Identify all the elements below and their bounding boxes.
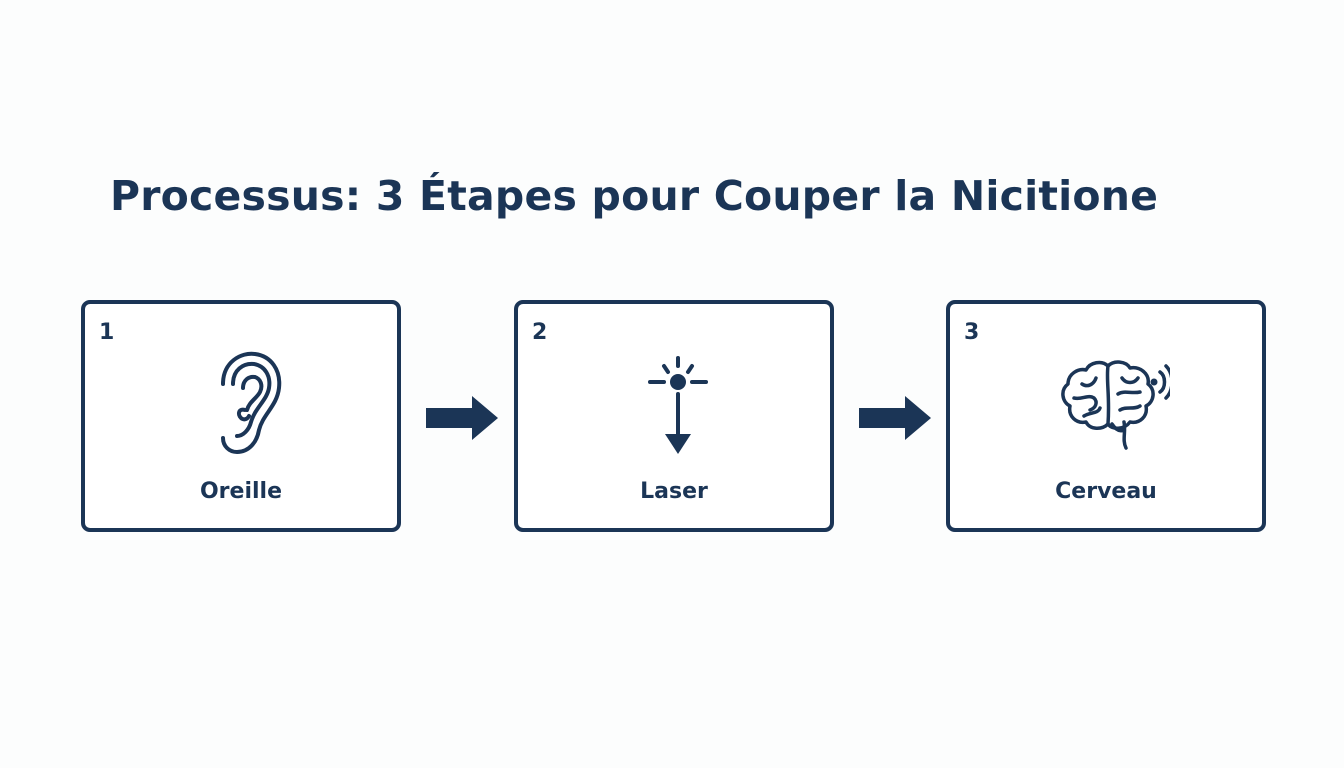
step-label: Cerveau — [1055, 479, 1157, 504]
step-number: 3 — [964, 320, 980, 345]
laser-icon — [618, 344, 738, 464]
diagram-title: Processus: 3 Étapes pour Couper la Nicit… — [110, 172, 1159, 220]
arrow-right-icon — [424, 394, 500, 442]
ear-icon — [185, 344, 305, 464]
step-card-3: 3 Cerveau — [946, 300, 1266, 532]
step-card-2: 2 Laser — [514, 300, 834, 532]
step-label: Oreille — [199, 479, 283, 504]
step-card-1: 1 Oreille — [81, 300, 401, 532]
brain-icon — [1050, 344, 1170, 464]
arrow-right-icon — [857, 394, 933, 442]
step-number: 2 — [532, 320, 548, 345]
step-label: Laser — [640, 479, 708, 504]
step-number: 1 — [99, 320, 115, 345]
